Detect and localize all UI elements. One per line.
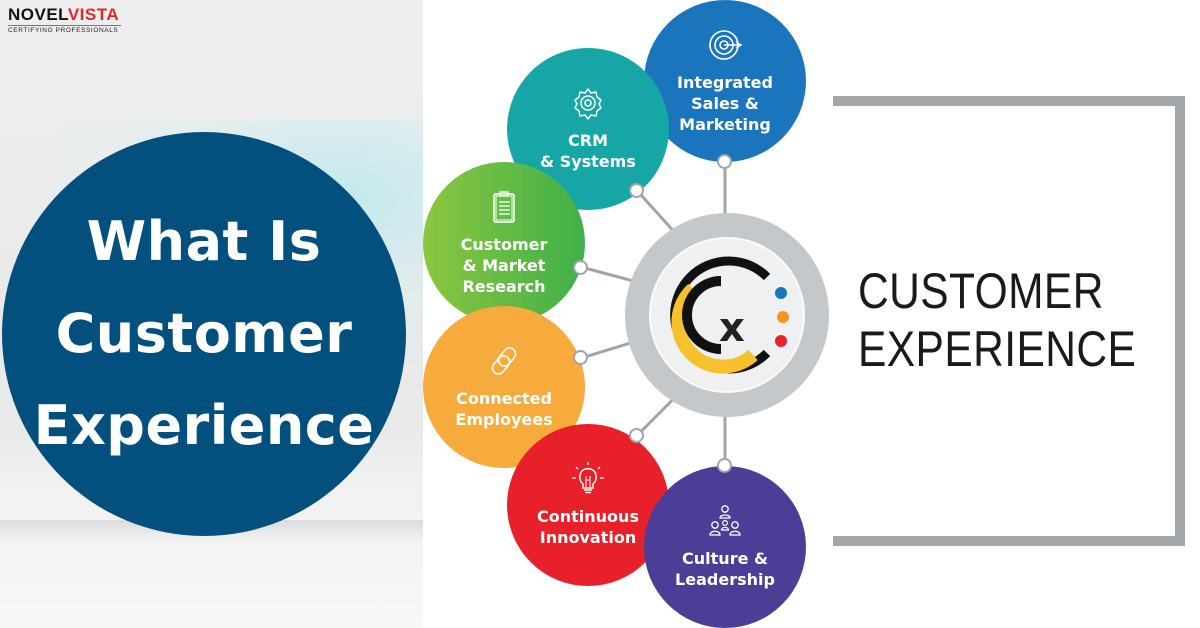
node-label: Continuous Innovation bbox=[537, 507, 639, 547]
title-line-1: What Is bbox=[86, 210, 322, 273]
node-continuous-innovation: Continuous Innovation bbox=[507, 424, 669, 586]
connector-dot-employees bbox=[573, 350, 588, 365]
background-floor bbox=[0, 520, 423, 628]
connector-dot-research bbox=[573, 260, 588, 275]
cx-diagram: Integrated Sales & Marketing CRM & Syste… bbox=[423, 0, 1200, 628]
cx-hub-inner: x bbox=[649, 237, 805, 393]
team-icon bbox=[709, 505, 741, 536]
connector-dot-innovation bbox=[629, 428, 644, 443]
title-circle: What Is Customer Experience bbox=[2, 132, 406, 536]
node-label: CRM & Systems bbox=[540, 131, 636, 171]
hero-panel: NOVELVISTA CERTIFYING PROFESSIONALS What… bbox=[0, 0, 423, 628]
customer-experience-heading: CUSTOMER EXPERIENCE bbox=[858, 262, 1136, 378]
title-line-2: Customer bbox=[55, 302, 353, 365]
node-customer-market-research: Customer & Market Research bbox=[423, 162, 585, 324]
heading-line-2: EXPERIENCE bbox=[858, 321, 1137, 377]
connector-research bbox=[582, 266, 634, 283]
connector-dot-sales bbox=[717, 154, 732, 169]
connector-dot-culture bbox=[717, 458, 732, 473]
node-culture-leadership: Culture & Leadership bbox=[644, 466, 806, 628]
node-integrated-sales-marketing: Integrated Sales & Marketing bbox=[644, 0, 806, 162]
connector-employees bbox=[582, 340, 634, 359]
logo-text-novel: NOVEL bbox=[8, 5, 68, 24]
svg-text:x: x bbox=[719, 305, 745, 351]
connector-sales bbox=[723, 161, 727, 220]
target-icon bbox=[709, 29, 742, 60]
node-label: Culture & Leadership bbox=[675, 549, 775, 589]
novelvista-logo[interactable]: NOVELVISTA CERTIFYING PROFESSIONALS bbox=[8, 6, 121, 34]
logo-divider bbox=[8, 25, 121, 26]
cx-hub: x bbox=[625, 213, 829, 417]
heading-line-1: CUSTOMER bbox=[858, 263, 1104, 319]
node-label: Connected Employees bbox=[455, 389, 553, 429]
node-label: Customer & Market Research bbox=[460, 234, 548, 296]
logo-text-vista: VISTA bbox=[67, 5, 120, 24]
chain-link-icon bbox=[491, 347, 517, 375]
title-line-3: Experience bbox=[33, 394, 375, 457]
gear-icon bbox=[574, 88, 602, 120]
lightbulb-icon bbox=[572, 462, 604, 494]
node-label: Integrated Sales & Marketing bbox=[677, 72, 773, 134]
clipboard-icon bbox=[493, 190, 515, 223]
cx-logo-icon: x bbox=[670, 256, 789, 374]
customer-experience-frame bbox=[833, 96, 1185, 546]
logo-tagline: CERTIFYING PROFESSIONALS bbox=[8, 27, 119, 34]
connector-dot-crm bbox=[629, 183, 644, 198]
